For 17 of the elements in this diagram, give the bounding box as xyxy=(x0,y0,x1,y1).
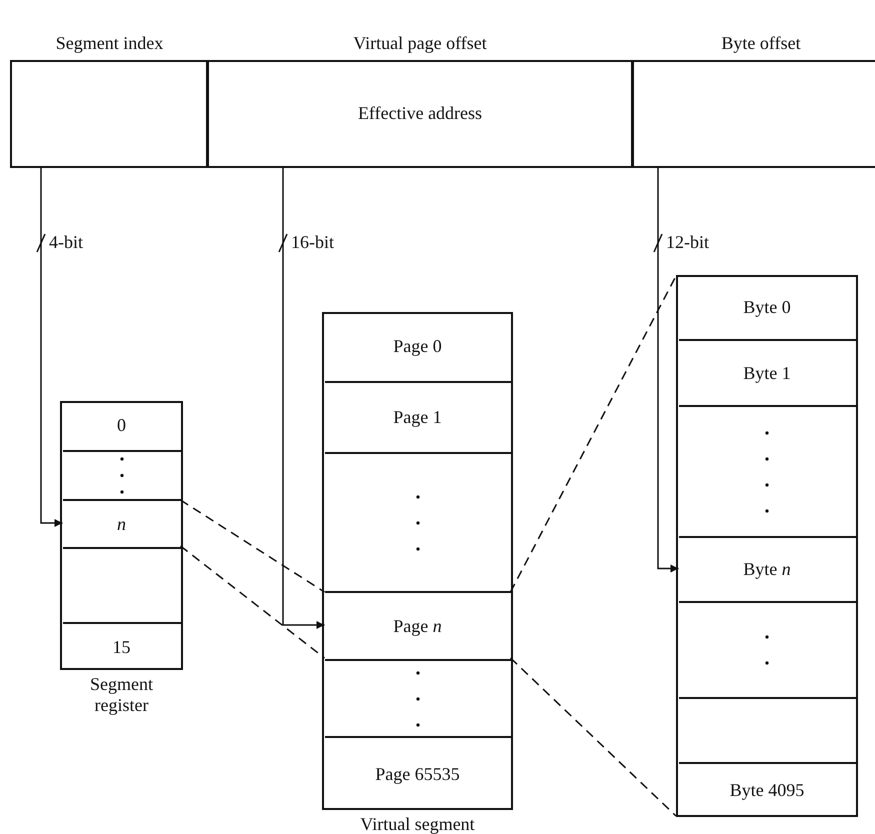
table-caption: Segment register xyxy=(89,674,154,716)
cell-label: Byte n xyxy=(743,559,791,580)
cell-label: Page 0 xyxy=(393,336,442,357)
cell-label: Page 1 xyxy=(393,407,442,428)
cell-label: 0 xyxy=(117,415,126,436)
field-heading: Segment index xyxy=(56,33,164,54)
cell-label: Page n xyxy=(393,616,442,636)
field-heading: Byte offset xyxy=(721,33,801,54)
field-heading: Virtual page offset xyxy=(353,33,487,54)
field-label: Effective address xyxy=(356,103,484,124)
cell-label: Page 65535 xyxy=(375,764,460,784)
cell-label: Byte 4095 xyxy=(730,780,804,801)
cell-label: Byte 1 xyxy=(743,362,791,384)
cell-label: n xyxy=(117,514,126,534)
cell-label: Byte 0 xyxy=(743,296,791,318)
table-caption: Virtual segment xyxy=(360,814,475,834)
cell-label: 15 xyxy=(112,636,130,658)
